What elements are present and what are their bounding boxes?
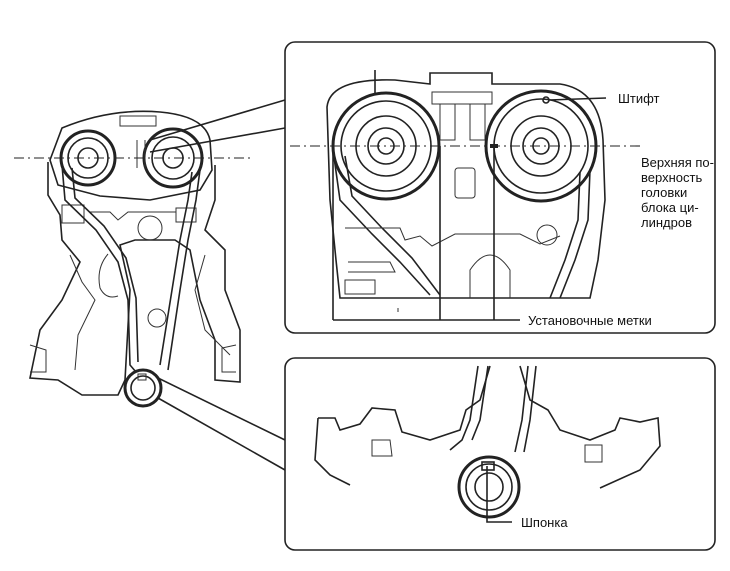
- key-label: Шпонка: [521, 515, 568, 530]
- head-surface-label: Верхняя по-верхность головки блока ци-ли…: [641, 155, 714, 230]
- engine-overview: [14, 99, 286, 471]
- detail-crank-sprocket: [457, 455, 521, 519]
- crankshaft-detail-panel: [284, 357, 716, 551]
- crank-sprocket: [123, 368, 163, 408]
- key-slot: [481, 461, 495, 471]
- pin-label: Штифт: [618, 91, 660, 106]
- timing-marks-label: Установочные метки: [528, 313, 652, 328]
- camshaft-detail-panel: [284, 41, 716, 334]
